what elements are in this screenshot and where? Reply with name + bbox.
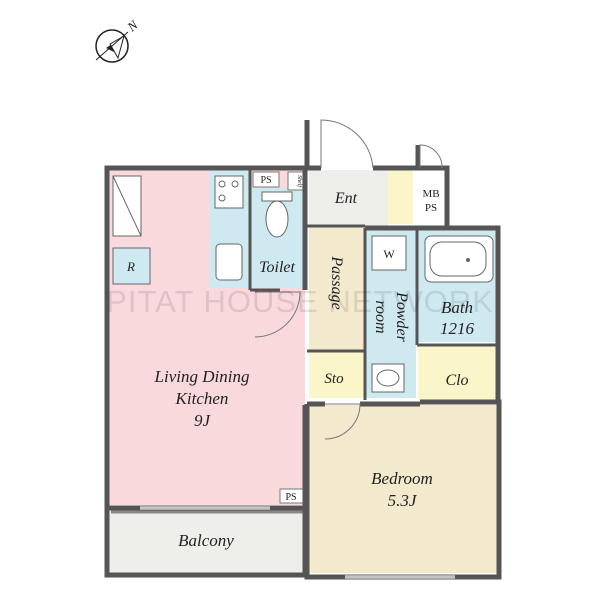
bath-label-2: 1216 — [440, 319, 475, 338]
fridge-outline — [112, 247, 151, 285]
ldk-label-1: Living Dining — [154, 367, 250, 386]
mbps-area — [417, 170, 446, 226]
bedroom-area — [309, 405, 497, 573]
burner-3-icon — [218, 194, 226, 202]
storage-label: Sto — [324, 371, 344, 387]
balcony-area — [109, 511, 305, 573]
ldk-cabinet-diagonal — [112, 175, 142, 237]
burner-2-icon — [231, 180, 239, 188]
closet-label: Clo — [445, 372, 468, 389]
bedroom-label-1: Bedroom — [371, 469, 433, 488]
bedroom-label-2: 5.3J — [388, 491, 418, 510]
stove-outline — [214, 175, 244, 209]
burner-1-icon — [218, 180, 226, 188]
powder-label-1: Powder — [393, 291, 410, 343]
drain-icon — [466, 258, 470, 262]
toilet-bowl-icon — [265, 200, 289, 238]
entrance-area — [309, 170, 388, 226]
washer-outline — [371, 235, 407, 271]
bathtub-inner — [429, 241, 487, 277]
powder-label-2: room — [372, 300, 389, 333]
watermark: PITAT HOUSE NETWORK — [106, 284, 494, 319]
ps-top-area — [252, 171, 280, 188]
ps-top-label: PS — [260, 175, 271, 186]
bedroom-door-swing — [324, 403, 361, 440]
closet-area — [418, 346, 496, 400]
passage-area — [309, 226, 364, 352]
balcony-label: Balcony — [178, 531, 234, 550]
mbps-label-1: MB — [422, 188, 439, 200]
kitchen-sink — [215, 243, 243, 281]
ldk-label-2: Kitchen — [175, 389, 229, 408]
ldk-door-swing — [254, 291, 301, 338]
washer-label: W — [383, 247, 395, 261]
toilet-tank — [261, 191, 293, 202]
shelf-label: Shelf — [296, 175, 303, 188]
passage-label: Passage — [328, 255, 345, 309]
basin-bowl-icon — [376, 369, 400, 387]
ps-bottom-label: PS — [285, 492, 296, 503]
toilet-label: Toilet — [259, 259, 295, 276]
compass-icon: N — [95, 16, 142, 63]
storage-area — [309, 352, 364, 398]
walls — [104, 120, 502, 580]
compass-label: N — [124, 16, 142, 35]
fridge-label: R — [126, 259, 135, 274]
bath-label-1: Bath — [441, 298, 473, 317]
mbps-door-swing — [419, 144, 443, 169]
entrance-label: Ent — [334, 190, 358, 207]
ldk-label-3: 9J — [194, 411, 212, 430]
entrance-door-swing — [320, 119, 374, 169]
mbps-label-2: PS — [425, 202, 437, 214]
shoe-closet-area — [388, 170, 413, 224]
